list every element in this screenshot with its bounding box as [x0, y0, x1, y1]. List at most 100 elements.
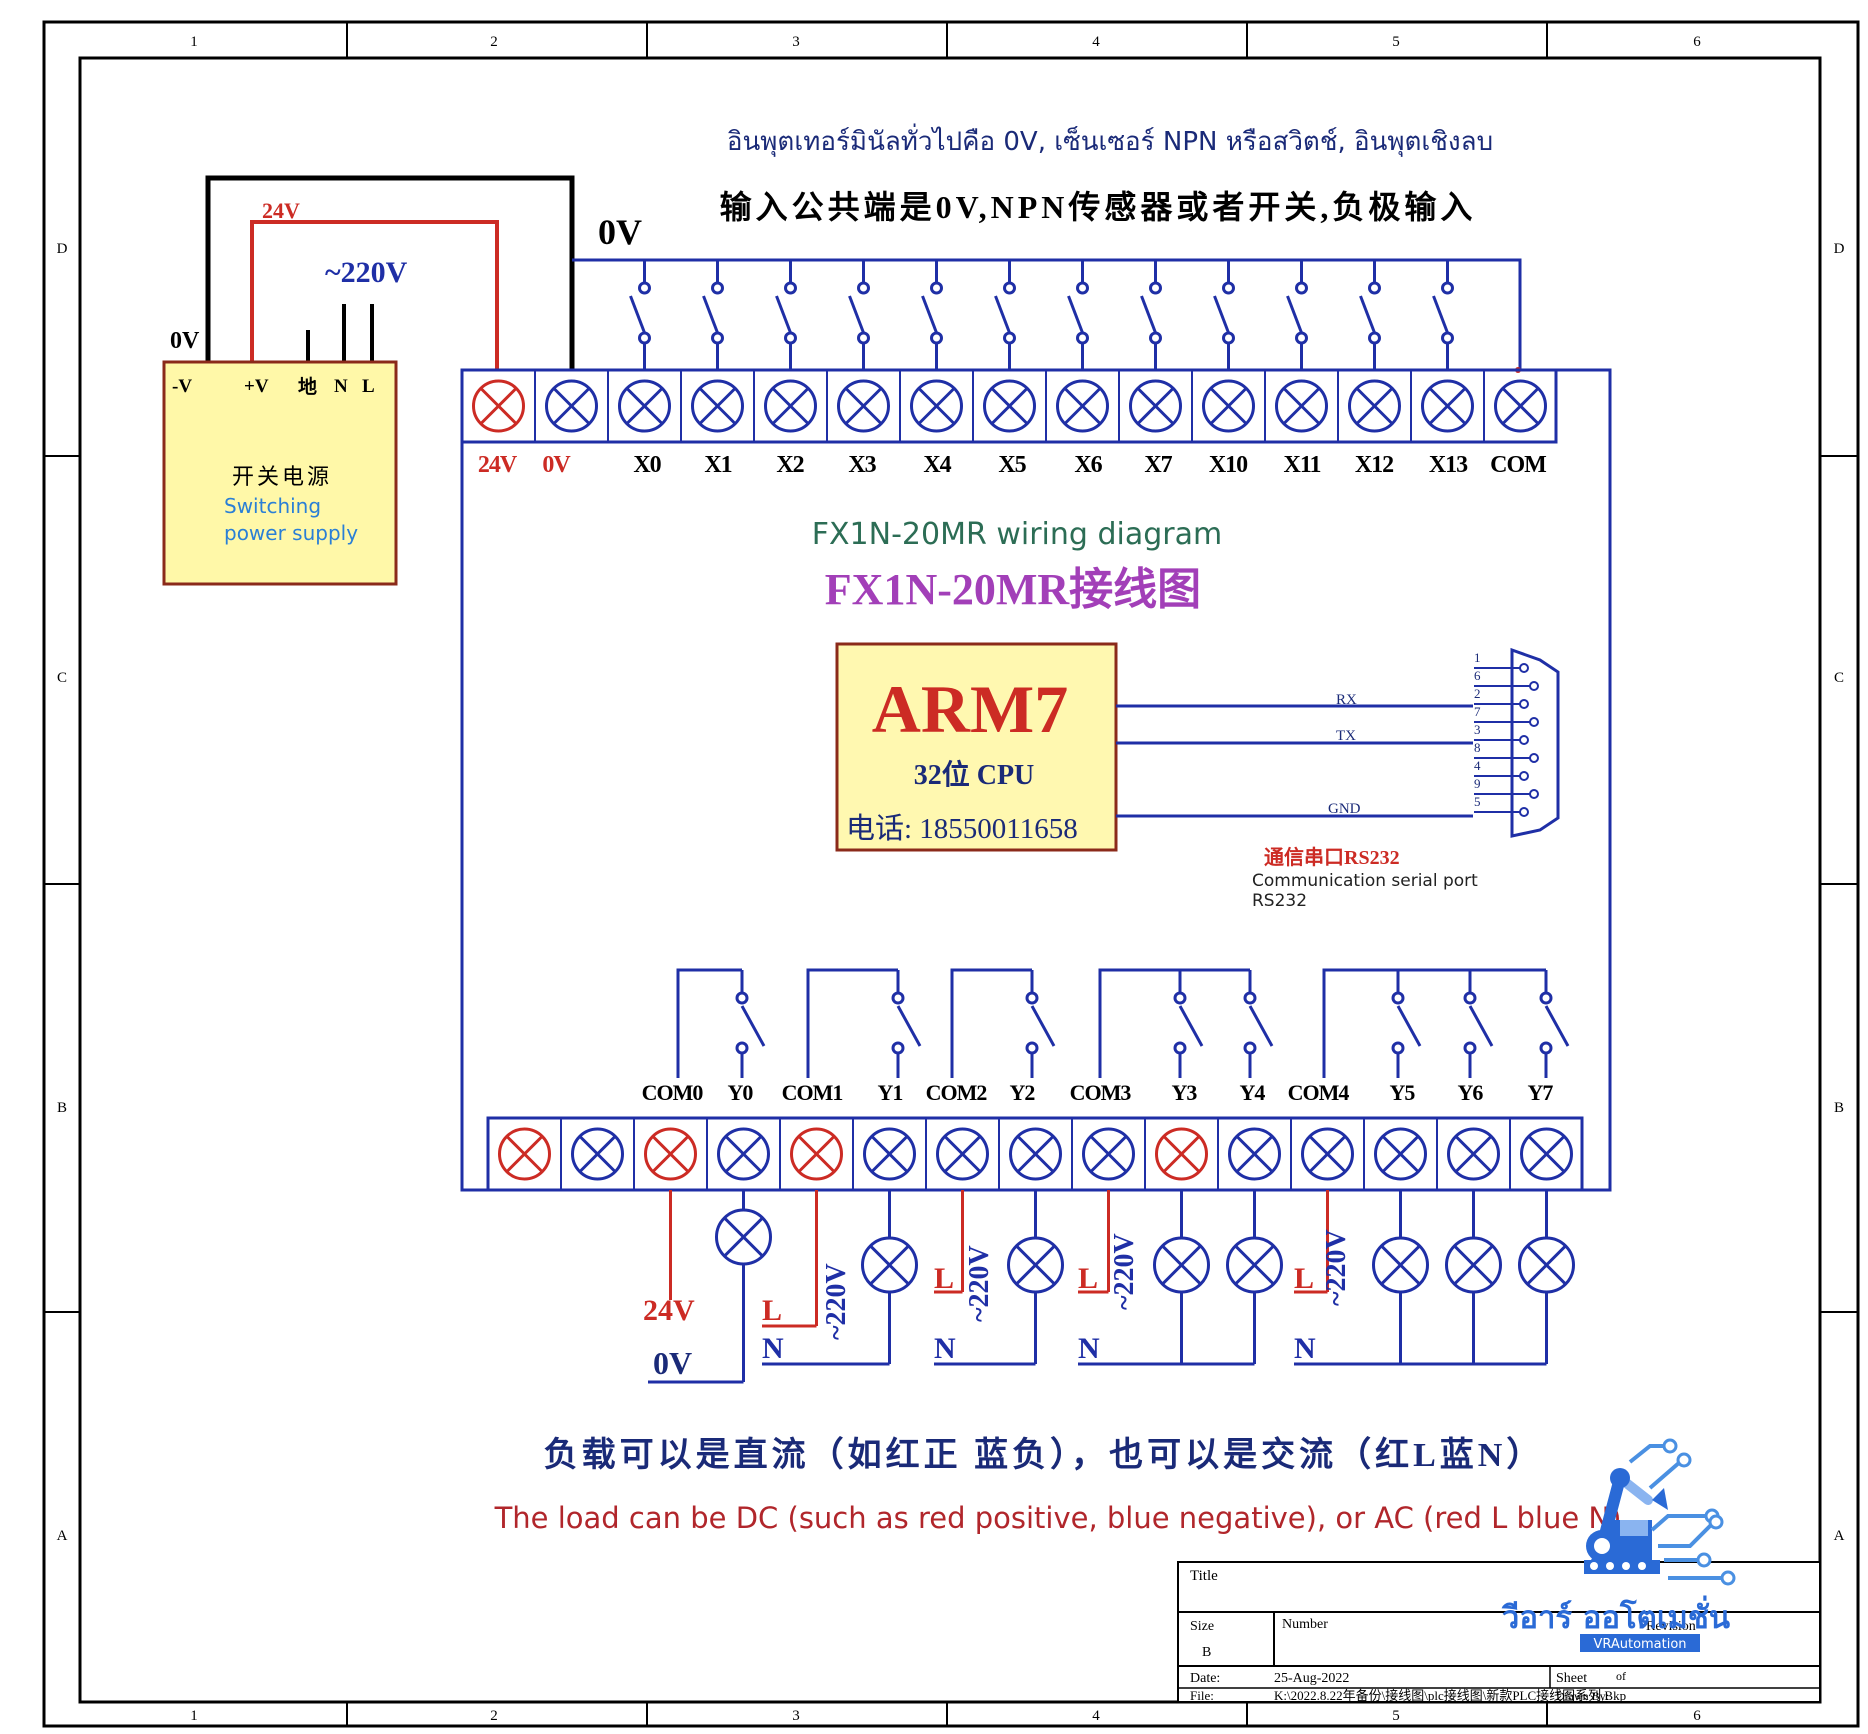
relay-lever-icon — [1468, 1005, 1494, 1047]
terminal-screw-icon — [1228, 1127, 1281, 1181]
db9-pin-icon — [1519, 663, 1529, 673]
terminal-screw-icon — [1348, 379, 1401, 433]
output-label-y5: Y5 — [1390, 1080, 1416, 1105]
col-number: 3 — [792, 34, 800, 50]
switch-contact-icon — [1222, 281, 1235, 295]
title-block: Title Size B Number Revision Date: 25-Au… — [1177, 1561, 1821, 1703]
col-number: 4 — [1092, 1708, 1100, 1724]
relay-contact-icon — [1243, 1041, 1257, 1055]
switch-lever-icon — [1067, 295, 1086, 339]
com-rail — [950, 968, 1032, 1078]
tb-file: File: — [1190, 1688, 1214, 1703]
switch-contact-icon — [784, 281, 797, 295]
relay-lever-icon — [1178, 1005, 1204, 1047]
model-title-en: FX1N-20MR wiring diagram — [812, 517, 1222, 552]
col-number: 2 — [490, 1708, 498, 1724]
terminal-screw-icon — [983, 379, 1036, 433]
terminal-screw-icon — [1374, 1127, 1427, 1181]
load-labels: 24V 0V L N ~220V L N ~220V L N ~220V L N… — [643, 1229, 1352, 1381]
output-label-com2: COM2 — [926, 1080, 988, 1105]
serial-title-cn: 通信串口RS232 — [1264, 845, 1400, 869]
switch-contact-icon — [1076, 331, 1089, 345]
switch-contact-icon — [1441, 281, 1454, 295]
switch-contact-icon — [1003, 281, 1016, 295]
relay-contact-icon — [1025, 1041, 1039, 1055]
switch-contact-icon — [1222, 331, 1235, 345]
load-circuits — [648, 1190, 1575, 1384]
output-label-com4: COM4 — [1288, 1080, 1350, 1105]
input-label-x11: X11 — [1283, 452, 1320, 478]
psu-title-en-1: Switching — [224, 494, 321, 518]
input-terminal-strip — [460, 368, 1558, 444]
lamp-load-icon — [1153, 1236, 1210, 1294]
com-rail — [1322, 968, 1546, 1078]
relay-contact-icon — [891, 1041, 905, 1055]
logo-text-en: VRAutomation — [1593, 1637, 1686, 1652]
ac-l-label: L — [1294, 1262, 1314, 1295]
relay-contact-icon — [1391, 991, 1405, 1005]
terminal-screw-icon — [691, 379, 744, 433]
input-label-x2: X2 — [776, 452, 803, 478]
cpu-phone: 电话: 18550011658 — [846, 812, 1078, 845]
switch-lever-icon — [1359, 295, 1378, 339]
db9-connector-shell — [1510, 647, 1560, 838]
terminal-screw-icon — [644, 1127, 697, 1181]
terminal-screw-icon — [545, 379, 598, 433]
db9-pin-number: 5 — [1474, 794, 1481, 809]
db9-pin-icon — [1529, 753, 1539, 763]
switch-contact-icon — [857, 281, 870, 295]
output-label-y7: Y7 — [1528, 1080, 1554, 1105]
relay-contact-icon — [1025, 991, 1039, 1005]
relay-contact-icon — [1463, 1041, 1477, 1055]
terminal-screw-icon — [1421, 379, 1474, 433]
switch-contact-icon — [1149, 331, 1162, 345]
lamp-load-icon — [1007, 1236, 1064, 1294]
footer-en: The load can be DC (such as red positive… — [494, 1501, 1622, 1535]
lamp-load-icon — [1445, 1236, 1502, 1294]
switch-contact-icon — [930, 331, 943, 345]
header-thai: อินพุตเทอร์มินัลทั่วไปคือ 0V, เซ็นเซอร์ … — [727, 123, 1493, 157]
relay-contact-icon — [1173, 991, 1187, 1005]
input-label-x7: X7 — [1144, 452, 1172, 478]
input-bus-0v — [572, 258, 1522, 370]
relay-lever-icon — [1030, 1005, 1056, 1047]
row-letter: C — [1834, 670, 1844, 686]
terminal-screw-icon — [1082, 1127, 1135, 1181]
psu-24v-label: 24V — [262, 198, 300, 223]
output-label-com1: COM1 — [782, 1080, 843, 1105]
input-label-x5: X5 — [998, 452, 1026, 478]
cpu-name: ARM7 — [872, 671, 1068, 747]
terminal-screw-icon — [1447, 1127, 1500, 1181]
row-letter: C — [57, 670, 67, 686]
db9-pin-number: 7 — [1474, 704, 1481, 719]
dc-pos-label: 24V — [643, 1294, 695, 1327]
switch-lever-icon — [921, 295, 940, 339]
ac-l-label: L — [762, 1294, 782, 1327]
input-label-x6: X6 — [1074, 452, 1102, 478]
drawing-frame: 1 2 3 4 5 6 1 2 3 4 5 6 D C B A D C B A — [42, 20, 1860, 1728]
tb-title: Title — [1190, 1568, 1218, 1584]
db9-pin-number: 6 — [1474, 668, 1481, 683]
input-label-x10: X10 — [1209, 452, 1248, 478]
col-number: 6 — [1693, 1708, 1701, 1724]
robot-arm-icon — [1584, 1468, 1668, 1574]
db9-pin-icon — [1519, 771, 1529, 781]
input-label-x12: X12 — [1355, 452, 1393, 478]
relay-lever-icon — [1248, 1005, 1274, 1047]
footer-cn: 负载可以是直流（如红正 蓝负），也可以是交流（红L蓝N） — [544, 1435, 1545, 1474]
psu-box — [162, 360, 398, 586]
db9-pin-icon — [1529, 789, 1539, 799]
col-number: 4 — [1092, 34, 1100, 50]
psu-terminal-pos: +V — [244, 376, 269, 397]
cpu-block: ARM7 32位 CPU 电话: 18550011658 — [835, 642, 1118, 852]
ac-v-label: ~220V — [1109, 1233, 1140, 1310]
input-bus-0v-label: 0V — [598, 212, 642, 252]
dc-neg-label: 0V — [653, 1345, 692, 1381]
switch-lever-icon — [702, 295, 721, 339]
switch-contact-icon — [1441, 331, 1454, 345]
tb-file-value: K:\2022.8.22年备份\接线图\plc接线图\新款PLC接线图系列.Bk… — [1274, 1688, 1626, 1703]
